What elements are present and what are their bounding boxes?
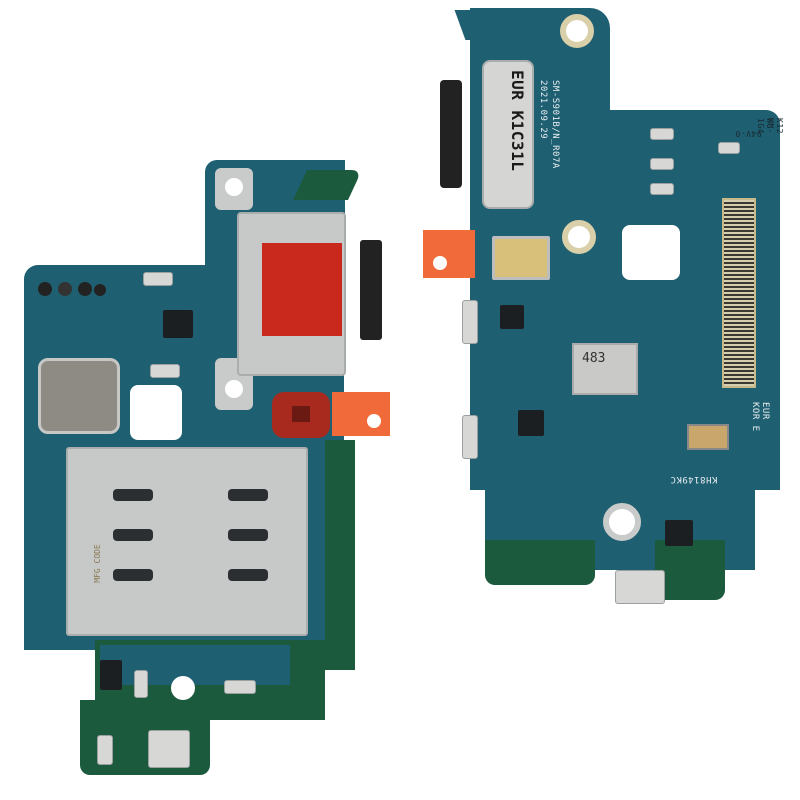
main-ic-483: 483 — [572, 343, 638, 395]
bottom-mount-hole-left — [171, 676, 195, 700]
mount-hole-middle — [562, 220, 596, 254]
usb-c-port — [482, 60, 534, 209]
usb-c-connector-black — [440, 80, 462, 188]
right-pcb-board: EUR K1C31L SM-S901B/N_R07A 2021.09.29 48… — [400, 0, 800, 800]
right-smd-6 — [462, 415, 478, 459]
right-smd-2 — [650, 158, 674, 170]
mesh-component — [38, 358, 120, 434]
port-marking: EUR K1C31L — [508, 70, 527, 172]
sim-contact-4 — [228, 489, 268, 501]
smd-1 — [143, 272, 173, 286]
bottom-smd-3 — [97, 735, 113, 765]
right-ic-2 — [500, 305, 524, 329]
left-pcb-board: MFG CODE — [24, 160, 390, 775]
left-pcb-right-strip — [325, 440, 355, 670]
right-smd-3 — [650, 183, 674, 195]
sim-contact-1 — [113, 489, 153, 501]
sim-card-tray: MFG CODE — [66, 447, 308, 636]
date-silkscreen: 2021.09.29 — [538, 80, 548, 140]
right-pcb-foot-right — [655, 540, 725, 600]
bottom-ic-left — [100, 660, 122, 690]
sim-tray-marking: MFG CODE — [92, 544, 102, 583]
right-ic-4 — [665, 520, 693, 546]
right-cutout — [622, 225, 680, 280]
orange-tab-left — [332, 392, 390, 436]
right-smd-1 — [650, 128, 674, 140]
rev-marking: 94V-0 — [735, 129, 762, 138]
sim-contact-3 — [113, 569, 153, 581]
right-smd-4 — [718, 142, 740, 154]
red-button — [272, 392, 330, 438]
smd-2 — [150, 364, 180, 378]
orange-tab-right — [423, 230, 475, 278]
bottom-switch — [148, 730, 190, 768]
usb-c-connector-pins — [360, 240, 382, 340]
bottom-marking: KH8149KC — [670, 474, 718, 484]
crystal-oscillator — [492, 236, 550, 280]
sim-contact-6 — [228, 569, 268, 581]
small-ic-1 — [163, 310, 193, 338]
left-cutout — [130, 385, 182, 440]
sim-contact-2 — [113, 529, 153, 541]
mount-hole-top — [560, 14, 594, 48]
sim-contact-5 — [228, 529, 268, 541]
model-silkscreen: SM-S901B/N_R07A — [550, 80, 560, 169]
bracket-bottom — [215, 358, 253, 410]
via-cluster — [38, 282, 108, 298]
right-pcb-foot-left — [485, 540, 595, 585]
right-ic-3 — [518, 410, 544, 436]
mount-hole-lower — [603, 503, 641, 541]
right-smd-5 — [462, 300, 478, 344]
usb-c-red-cap — [262, 243, 342, 336]
region-marking: EUR KOR E — [750, 402, 770, 432]
bottom-smd-2 — [224, 680, 256, 694]
bracket-top — [215, 168, 253, 210]
ic-marking: 483 — [582, 351, 606, 366]
board-to-board-connector — [722, 198, 756, 388]
right-bottom-switch — [615, 570, 665, 604]
bottom-smd-1 — [134, 670, 148, 698]
left-pcb-lower-blue — [100, 645, 290, 685]
small-b2b-connector — [687, 424, 729, 450]
